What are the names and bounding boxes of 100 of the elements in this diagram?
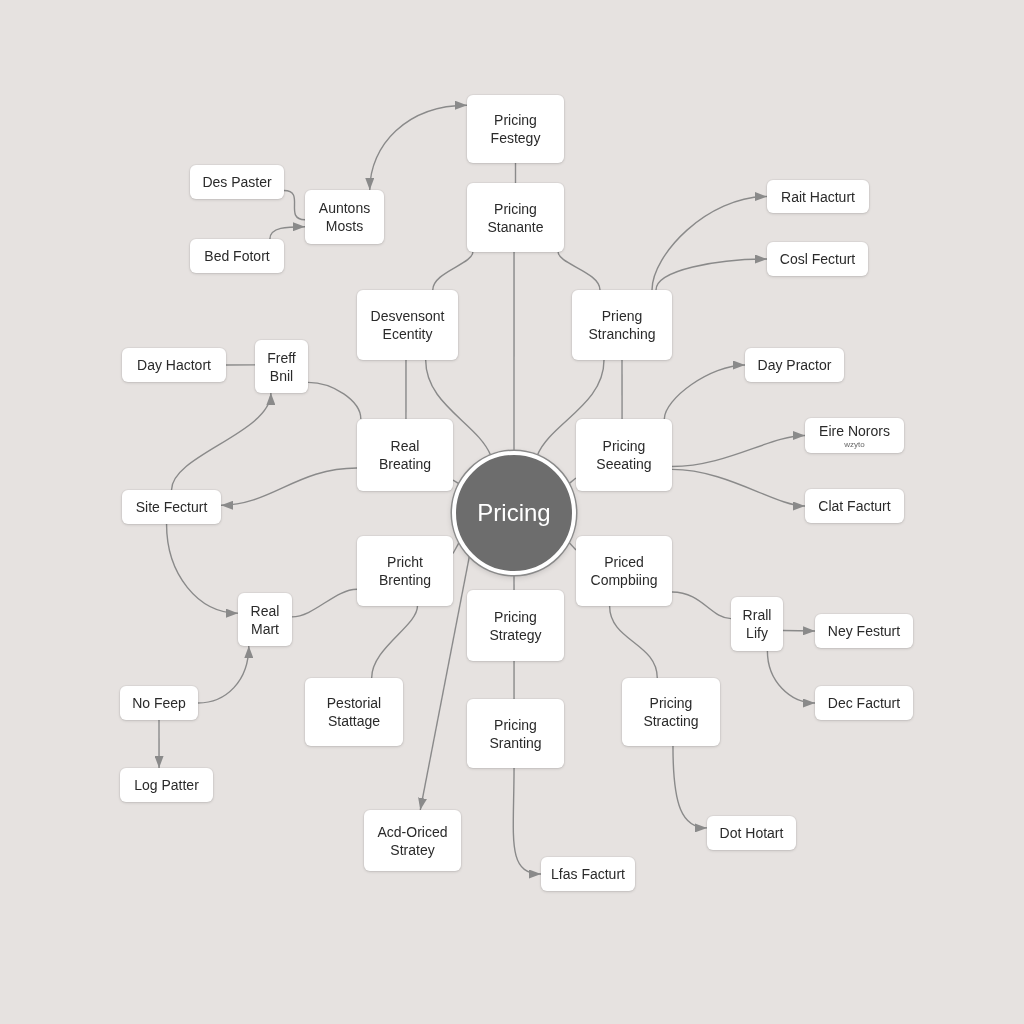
connector-line	[405, 359, 407, 420]
connector-line	[291, 588, 358, 618]
node-label: No Feep	[132, 694, 186, 712]
node-label: Ney Festurt	[827, 622, 901, 640]
process-box	[815, 614, 913, 648]
arrow	[651, 192, 768, 291]
process-box	[364, 810, 461, 871]
process-box	[357, 419, 453, 491]
arrow	[366, 101, 468, 191]
arrow	[165, 523, 239, 617]
connector-line	[557, 251, 601, 291]
connector-line	[513, 660, 515, 700]
hub-circle	[452, 451, 576, 575]
connector-line	[536, 359, 605, 457]
node-label: Pestorial Stattage	[325, 694, 383, 730]
process-box	[305, 678, 403, 746]
node-label: Pricing Festegy	[489, 111, 542, 147]
connector-line	[307, 381, 362, 420]
connector-line	[513, 574, 515, 591]
node-label: Pricing Sranting	[488, 715, 543, 752]
arrow	[766, 650, 816, 707]
node-label: Log Patter	[134, 776, 199, 794]
process-box	[576, 419, 672, 491]
process-box	[120, 768, 213, 802]
process-box	[767, 242, 868, 276]
process-box	[572, 290, 672, 360]
connector-line	[432, 251, 474, 291]
process-box	[120, 686, 198, 720]
hub-label: Pricing	[477, 499, 551, 527]
node-label: Real Mart	[249, 601, 281, 638]
node-label: Site Fecturt	[135, 498, 208, 516]
process-box	[467, 590, 564, 661]
arrow	[170, 392, 273, 491]
process-box	[731, 597, 783, 651]
process-box	[767, 180, 869, 213]
node-label: Rrall Lify	[741, 606, 773, 642]
node-label: Cosl Fecturt	[779, 250, 856, 268]
process-box	[190, 239, 284, 273]
process-box	[805, 489, 904, 523]
connector-line	[608, 605, 658, 679]
node-label: Day Hactort	[137, 356, 211, 374]
node-label: Pricht Brenting	[377, 553, 433, 589]
connector-line	[370, 605, 419, 679]
process-box	[805, 418, 904, 453]
node-label: Rait Hacturt	[781, 187, 855, 206]
connector-line	[425, 359, 492, 457]
process-box	[190, 165, 284, 199]
connector-line	[514, 162, 517, 184]
process-box	[122, 490, 221, 524]
node-label: Prieng Stranching	[587, 307, 657, 343]
process-box	[815, 686, 913, 720]
node-sublabel: wzyto	[844, 440, 865, 449]
node-label: Pricing Stracting	[642, 694, 700, 730]
process-box	[357, 290, 458, 360]
arrow	[655, 254, 768, 291]
node-label: Freff Bnil	[266, 348, 297, 385]
arrow	[782, 626, 816, 636]
node-label: Des Paster	[202, 173, 272, 191]
connector-line	[513, 251, 515, 452]
process-box	[357, 536, 453, 606]
process-box	[745, 348, 844, 382]
arrow	[154, 719, 164, 769]
node-label: Lfas Facturt	[551, 865, 625, 883]
node-label: Eire Norors	[819, 422, 890, 440]
node-label: Acd-Oriced Stratey	[376, 822, 449, 859]
connector-line	[671, 591, 732, 620]
arrow	[672, 745, 708, 832]
process-box	[467, 95, 564, 163]
connector-line	[225, 364, 256, 366]
node-label: Bed Fotort	[204, 247, 270, 265]
node-label: Pricing Strategy	[488, 607, 543, 644]
node-label: Dot Hotart	[719, 824, 784, 842]
node-label: Dec Facturt	[827, 694, 901, 712]
arrow	[663, 361, 746, 420]
process-box	[305, 190, 384, 244]
node-label: Auntons Mosts	[317, 199, 372, 235]
node-label: Desvensont Ecentity	[369, 307, 446, 343]
arrow	[512, 767, 542, 878]
node-label: Clat Facturt	[818, 497, 891, 515]
process-box	[467, 699, 564, 768]
process-box	[122, 348, 226, 382]
connector-line	[283, 189, 306, 221]
node-label: Pricing Stanante	[486, 199, 545, 236]
process-box	[255, 340, 308, 393]
arrow	[671, 468, 806, 510]
process-box	[238, 593, 292, 646]
node-label: Pricing Seeating	[595, 437, 653, 473]
arrow	[220, 467, 358, 510]
arrow	[671, 431, 806, 468]
node-label: Priced Compbiing	[589, 553, 659, 589]
arrow	[269, 222, 306, 240]
node-label: Day Practor	[757, 356, 832, 374]
arrow	[197, 645, 253, 704]
process-box	[467, 183, 564, 252]
arrow	[418, 555, 471, 811]
connector-line	[621, 359, 623, 420]
process-box	[707, 816, 796, 850]
node-label: Real Breating	[377, 437, 433, 473]
process-box	[576, 536, 672, 606]
process-box	[541, 857, 635, 891]
